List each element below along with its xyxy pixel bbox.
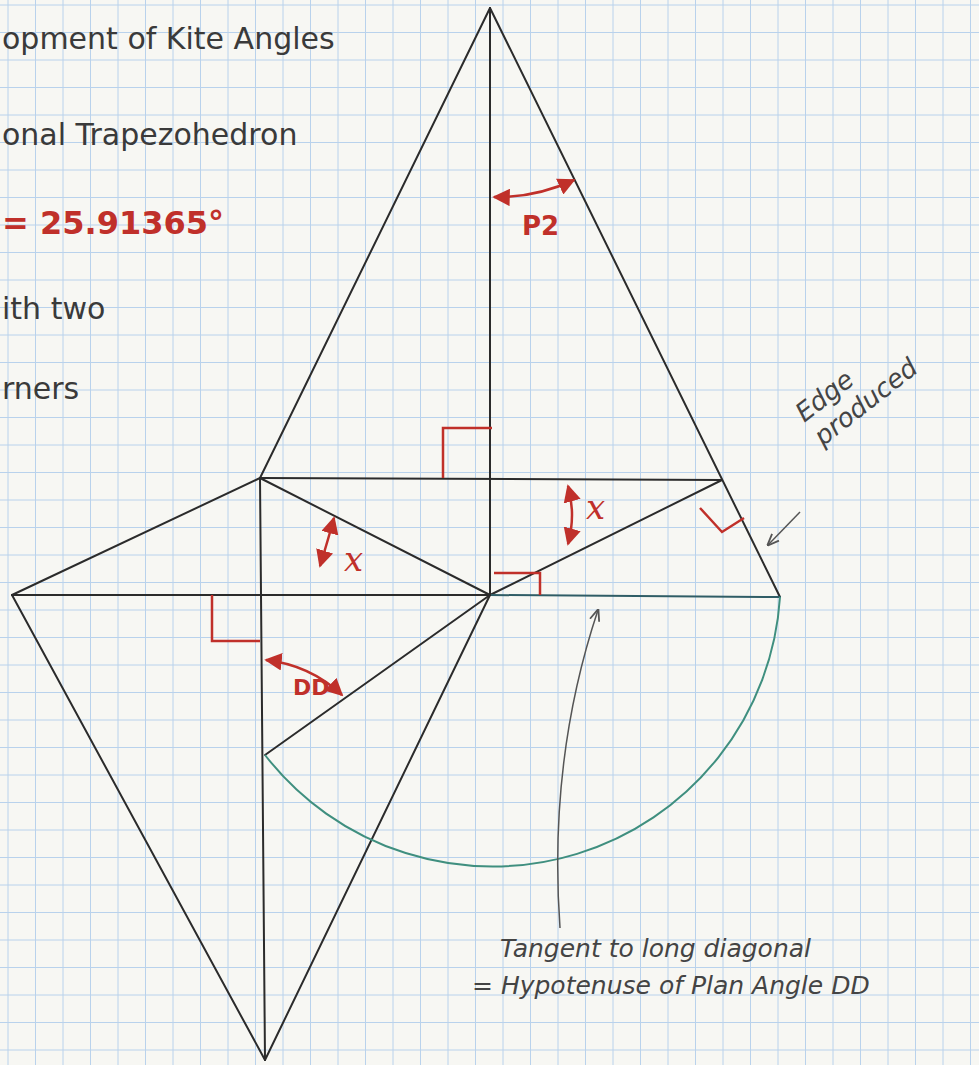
cross-line <box>260 478 722 480</box>
grid-line <box>0 775 979 776</box>
title-text: opment of Kite Angles <box>2 22 335 57</box>
grid-line <box>0 1022 979 1023</box>
grid-line <box>0 637 979 638</box>
grid-line <box>613 0 614 1065</box>
grid-line <box>503 0 504 1065</box>
angle-arc <box>494 180 574 197</box>
construction-arc <box>265 597 780 867</box>
grid-line <box>63 0 64 1065</box>
kite-edge <box>265 595 490 1060</box>
grid-line <box>943 0 944 1065</box>
grid-line <box>0 830 979 831</box>
grid-line <box>695 0 696 1065</box>
right-angle-mark <box>494 573 540 595</box>
kite-edge <box>490 8 780 597</box>
grid-line <box>420 0 421 1065</box>
angle-label: x <box>344 540 363 579</box>
leader-line <box>768 512 800 545</box>
note-text: rners <box>2 372 79 407</box>
grid-line <box>310 0 311 1065</box>
centre-line <box>489 8 491 595</box>
angle-label: x <box>586 488 605 527</box>
grid-line <box>585 0 586 1065</box>
right-angle-mark <box>700 508 744 532</box>
grid-line <box>860 0 861 1065</box>
grid-line <box>970 0 971 1065</box>
grid-line <box>668 0 669 1065</box>
grid-line <box>888 0 889 1065</box>
hypotenuse-line <box>265 595 490 755</box>
grid-line <box>0 610 979 611</box>
grid-line <box>0 692 979 693</box>
angle-arc <box>320 518 334 566</box>
grid-line <box>448 0 449 1065</box>
title-text: onal Trapezohedron <box>2 118 297 153</box>
grid-line <box>475 0 476 1065</box>
grid-line <box>0 912 979 913</box>
grid-line <box>8 0 9 1065</box>
leader-line <box>558 610 598 928</box>
vertical-line <box>260 478 265 1060</box>
kite-edge <box>260 478 490 595</box>
grid-line <box>338 0 339 1065</box>
right-angle-mark <box>443 428 492 478</box>
grid-line <box>173 0 174 1065</box>
grid-line <box>35 0 36 1065</box>
grid-line <box>640 0 641 1065</box>
grid-line <box>805 0 806 1065</box>
grid-line <box>255 0 256 1065</box>
grid-line <box>228 0 229 1065</box>
grid-line <box>118 0 119 1065</box>
grid-line <box>833 0 834 1065</box>
grid-line <box>0 665 979 666</box>
grid-line <box>90 0 91 1065</box>
grid-line <box>0 720 979 721</box>
grid-line <box>0 1050 979 1051</box>
angle-value: = 25.91365° <box>2 205 224 242</box>
grid-line <box>283 0 284 1065</box>
annotation: Tangent to long diagonal <box>500 935 811 964</box>
annotation: Edge produced <box>790 325 929 452</box>
angle-arc <box>568 486 572 544</box>
grid-line <box>530 0 531 1065</box>
grid-line <box>0 802 979 803</box>
right-angle-mark <box>212 595 260 641</box>
note-text: ith two <box>2 292 105 327</box>
grid-line <box>0 967 979 968</box>
long-diagonal <box>12 594 490 596</box>
grid-line <box>0 885 979 886</box>
grid-line <box>200 0 201 1065</box>
grid-line <box>393 0 394 1065</box>
kite-line <box>490 480 722 595</box>
kite-edge <box>260 8 490 478</box>
grid-line <box>778 0 779 1065</box>
annotation: = Hypotenuse of Plan Angle DD <box>472 972 870 1001</box>
angle-label: P2 <box>522 212 559 242</box>
tangent-line <box>490 595 780 597</box>
grid-line <box>915 0 916 1065</box>
kite-edge <box>12 595 265 1060</box>
grid-line <box>0 5 979 6</box>
grid-line <box>0 940 979 941</box>
grid-line <box>0 857 979 858</box>
grid-line <box>750 0 751 1065</box>
grid-line <box>0 747 979 748</box>
kite-edge <box>12 478 260 595</box>
angle-label: DD <box>293 675 330 700</box>
